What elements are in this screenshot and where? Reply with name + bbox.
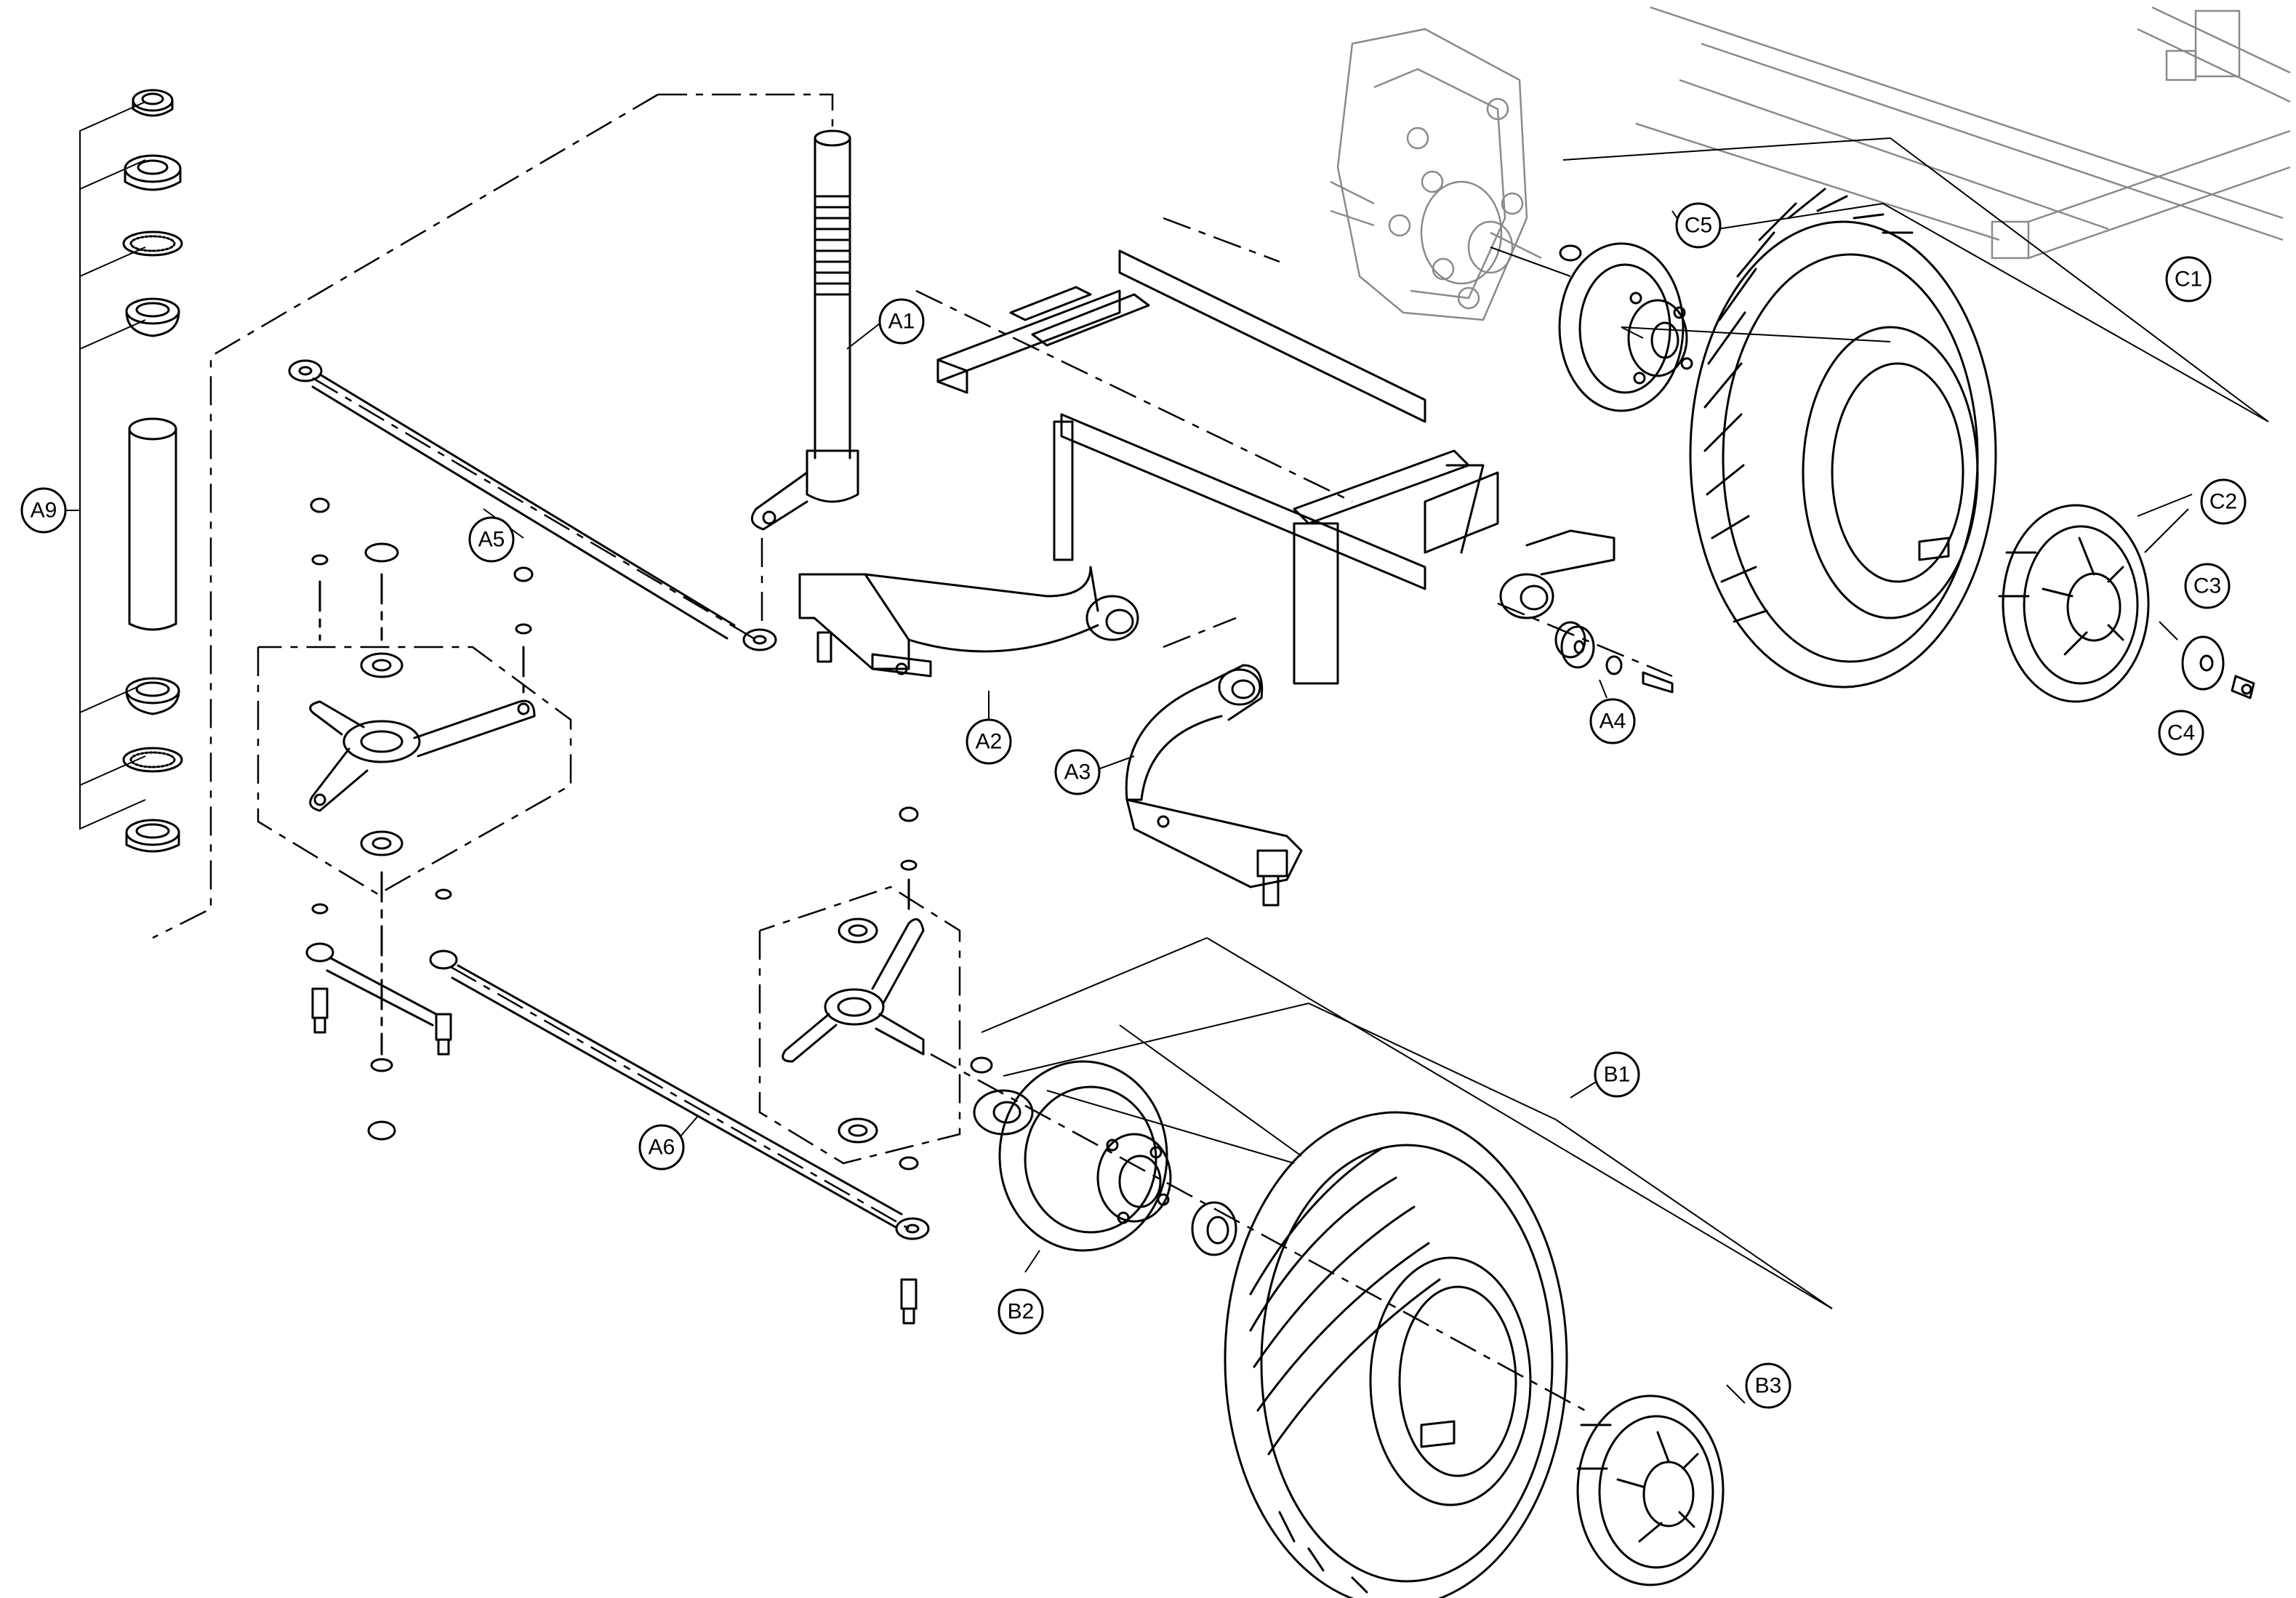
callout-c1-label: C1 [2175,268,2202,292]
callout-c1: C1 [2165,256,2212,302]
lower-steering-arm [782,806,925,1171]
callout-c5: C5 [1675,202,1722,249]
callout-b3-label: B3 [1755,1374,1782,1398]
callout-a1: A1 [878,298,925,345]
callout-b3: B3 [1745,1362,1791,1409]
callout-a3-label: A3 [1064,760,1091,784]
a6-tie-rod-lower [305,871,930,1325]
a3-fork [1125,664,1303,907]
a5-tie-rod [288,359,777,651]
c5-brake-hub [1558,242,1693,412]
leader-lines [65,93,2269,1412]
callout-b1-label: B1 [1604,1063,1631,1087]
callout-a3: A3 [1054,749,1101,795]
callout-a9-label: A9 [31,499,57,523]
b1-front-tire [1224,1111,1568,1598]
a2-fork [798,566,1139,678]
c1-rear-tire [1689,188,1997,688]
callout-c5-label: C5 [1685,214,1712,238]
c4-rear-clip [2231,675,2255,699]
lower-steering-arm-box [758,886,961,1165]
callout-c3: C3 [2184,563,2231,609]
a1-steering-column [750,129,859,531]
callout-c4-label: C4 [2167,721,2195,745]
callout-a6: A6 [638,1124,685,1171]
callout-b1: B1 [1594,1051,1640,1098]
callout-c2: C2 [2200,478,2247,525]
callout-a5: A5 [468,516,515,563]
steering-arm-upper [309,497,536,856]
callout-a5-label: A5 [478,528,505,552]
callout-b2-label: B2 [1008,1300,1035,1324]
a9-steering-bearing-stack [122,89,183,853]
b3-front-rim [1576,1394,1725,1586]
callout-c2-label: C2 [2209,490,2237,514]
gear-motor-outline [1330,28,1542,321]
c2-rear-rim [1998,504,2150,703]
callout-a4-label: A4 [1599,710,1626,734]
b2-front-hub [970,1056,1237,1256]
callout-c3-label: C3 [2193,574,2221,598]
callout-b2: B2 [998,1288,1044,1335]
callout-a2-label: A2 [976,730,1003,754]
c3-rear-cap [2181,635,2225,691]
chassis-frame-outline [1635,6,2291,260]
a4-axle-bolt [1560,625,1595,669]
steering-arm-assembly-box [257,646,572,896]
callout-a4: A4 [1589,698,1636,744]
callout-a6-label: A6 [649,1136,675,1160]
center-frame [936,249,1674,694]
callout-a9: A9 [20,487,67,534]
callout-c4: C4 [2158,710,2204,756]
callout-a1-label: A1 [888,310,915,334]
callout-a2: A2 [966,718,1012,765]
